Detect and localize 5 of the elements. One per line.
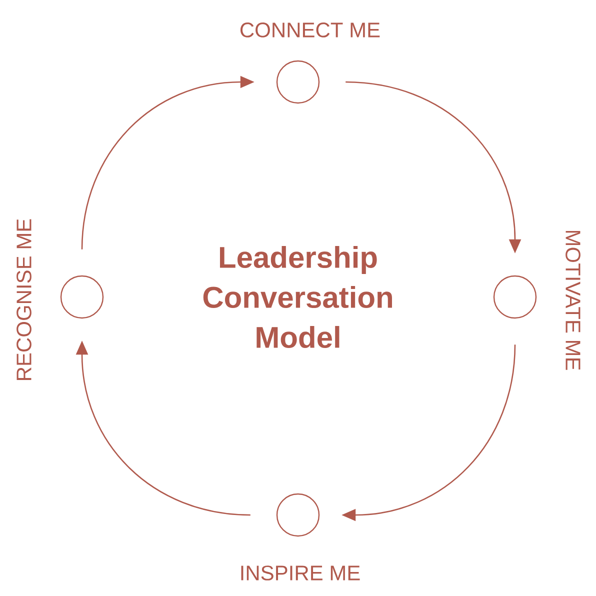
stage-label: RECOGNISE ME: [16, 219, 32, 380]
stage-label: INSPIRE ME: [241, 566, 360, 580]
title: Leadership Conversation Model: [203, 246, 392, 348]
stage-label: MOTIVATE ME: [566, 230, 580, 370]
stage-label: CONNECT ME: [240, 22, 380, 38]
